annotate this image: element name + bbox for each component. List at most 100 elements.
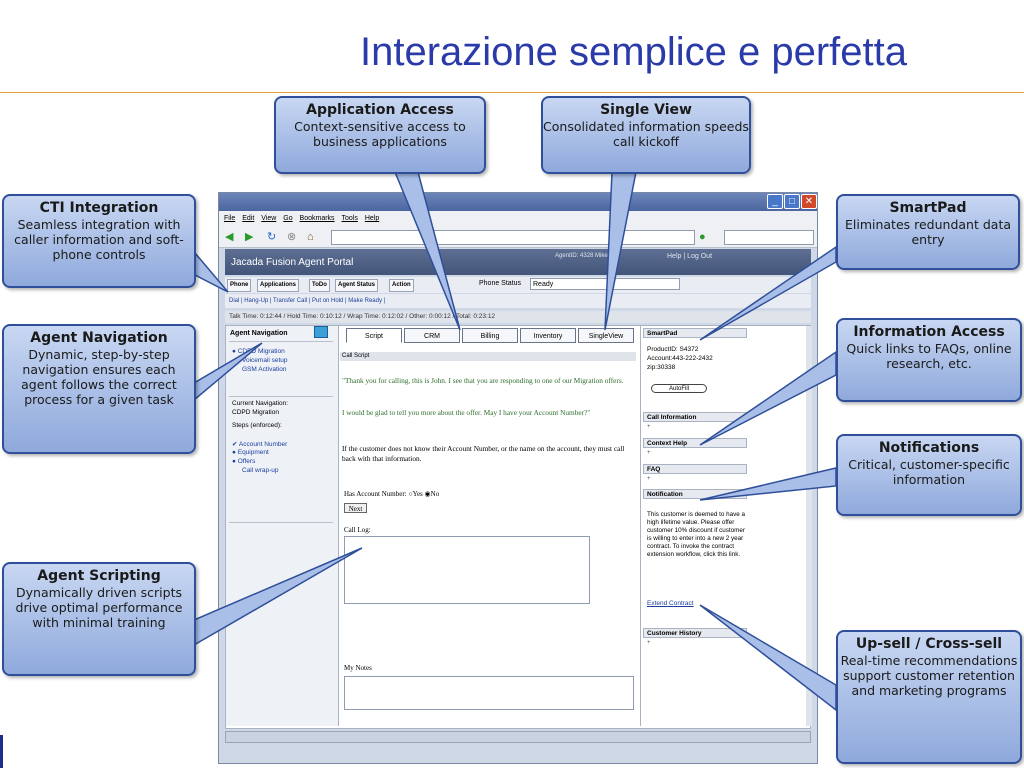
phone-status-select[interactable]: Ready	[530, 278, 680, 290]
call-log-textarea[interactable]	[344, 536, 590, 604]
nav-item-voicemail[interactable]: Voicemail setup	[242, 357, 288, 364]
callout-title: Information Access	[853, 324, 1005, 340]
tab-singleview[interactable]: SingleView	[578, 328, 634, 343]
menu-view[interactable]: View	[261, 215, 277, 222]
browser-toolbar: ◀ ▶ ↻ ⊗ ⌂ ●	[219, 227, 817, 248]
address-bar[interactable]	[331, 230, 695, 245]
menu-go[interactable]: Go	[283, 215, 293, 222]
callout-title: CTI Integration	[39, 200, 159, 216]
nav-tab-phone[interactable]: Phone	[227, 279, 252, 292]
callout-description: Critical, customer-specific information	[848, 457, 1010, 487]
portal-content: Agent Navigation ● CDPD Migration Voicem…	[225, 325, 812, 729]
menu-bookmarks[interactable]: Bookmarks	[299, 215, 335, 222]
forward-icon[interactable]: ▶	[245, 231, 254, 243]
nav-tab-action[interactable]: Action	[389, 279, 414, 292]
menu-file[interactable]: File	[224, 215, 236, 222]
step-call-wrap-up[interactable]: Call wrap-up	[242, 467, 279, 474]
tab-billing[interactable]: Billing	[462, 328, 518, 343]
navigation-icon[interactable]	[314, 326, 328, 338]
callout-title: Agent Navigation	[30, 330, 168, 346]
smartpad-header: SmartPad	[643, 328, 747, 338]
radio-no[interactable]: ◉No	[424, 490, 440, 498]
portal-header: Jacada Fusion Agent Portal AgentID: 4328…	[225, 249, 811, 275]
portal-nav: Phone Applications ToDo Agent Status Act…	[225, 277, 811, 293]
has-account-row: Has Account Number: ○Yes ◉No	[344, 490, 439, 498]
back-icon[interactable]: ◀	[225, 231, 234, 243]
callout-description: Dynamically driven scripts drive optimal…	[15, 585, 183, 630]
callout-title: Application Access	[306, 102, 454, 118]
callout-single-view: Single View Consolidated information spe…	[541, 96, 751, 174]
notification-text: This customer is deemed to have a high l…	[647, 511, 745, 558]
extend-contract-link[interactable]: Extend Contract	[647, 600, 694, 607]
horizontal-scrollbar[interactable]	[225, 731, 811, 743]
tab-script[interactable]: Script	[346, 328, 402, 343]
browser-window: _ □ ✕ File Edit View Go Bookmarks Tools …	[218, 192, 818, 764]
call-information-header[interactable]: Call Information	[643, 412, 747, 422]
context-help-header[interactable]: Context Help	[643, 438, 747, 448]
callout-description: Eliminates redundant data entry	[844, 217, 1012, 247]
expand-icon[interactable]: +	[647, 450, 651, 456]
expand-icon[interactable]: +	[647, 476, 651, 482]
call-controls[interactable]: Dial | Hang-Up | Transfer Call | Put on …	[225, 294, 811, 308]
script-instruction: If the customer does not know their Acco…	[342, 444, 625, 463]
agent-id: AgentID: 4328 Mike	[555, 253, 608, 259]
nav-tab-applications[interactable]: Applications	[257, 279, 300, 292]
nav-item-cdpd[interactable]: ● CDPD Migration	[232, 348, 285, 355]
phone-status-label: Phone Status	[479, 280, 522, 287]
callout-agent-navigation: Agent Navigation Dynamic, step-by-step n…	[2, 324, 196, 454]
current-navigation-label: Current Navigation:	[232, 400, 288, 407]
next-button[interactable]: Next	[344, 503, 367, 513]
nav-tab-agent-status[interactable]: Agent Status	[335, 279, 379, 292]
vertical-scrollbar[interactable]	[806, 326, 812, 726]
product-id: ProductID: S4372	[647, 346, 699, 353]
callout-cti-integration: CTI Integration Seamless integration wit…	[2, 194, 196, 288]
application-tabs: Script CRM Billing Inventory SingleView	[346, 326, 636, 346]
script-offer: I would be glad to tell you more about t…	[342, 408, 591, 417]
tab-crm[interactable]: CRM	[404, 328, 460, 343]
go-icon[interactable]: ●	[699, 231, 706, 243]
callout-agent-scripting: Agent Scripting Dynamically driven scrip…	[2, 562, 196, 676]
radio-yes[interactable]: ○Yes	[408, 490, 423, 498]
menu-edit[interactable]: Edit	[242, 215, 255, 222]
callout-description: Consolidated information speeds call kic…	[543, 119, 749, 149]
callout-notifications: Notifications Critical, customer-specifi…	[836, 434, 1022, 516]
agent-navigation-panel: Agent Navigation ● CDPD Migration Voicem…	[226, 326, 339, 726]
menu-tools[interactable]: Tools	[341, 215, 358, 222]
nav-item-gsm[interactable]: GSM Activation	[242, 366, 287, 373]
tab-inventory[interactable]: Inventory	[520, 328, 576, 343]
menu-help[interactable]: Help	[364, 215, 380, 222]
smartpad-panel: SmartPad ProductID: S4372 Account:443-22…	[640, 326, 751, 726]
current-navigation-value: CDPD Migration	[232, 409, 279, 416]
has-account-label: Has Account Number:	[344, 490, 407, 498]
expand-icon[interactable]: +	[647, 640, 651, 646]
call-script-header: Call Script	[340, 352, 636, 361]
notification-header: Notification	[643, 489, 747, 499]
script-panel: Call Script "Thank you for calling, this…	[340, 352, 638, 728]
home-icon[interactable]: ⌂	[307, 231, 314, 243]
my-notes-label: My Notes	[344, 664, 372, 672]
expand-icon[interactable]: +	[647, 424, 651, 430]
slide-title: Interazione semplice e perfetta	[360, 30, 907, 74]
close-icon[interactable]: ✕	[801, 194, 817, 209]
autofill-button[interactable]: AutoFill	[651, 384, 707, 393]
maximize-icon[interactable]: □	[784, 194, 800, 209]
zip-code: zip:30338	[647, 364, 676, 371]
step-equipment[interactable]: ● Equipment	[232, 449, 269, 456]
callout-smartpad: SmartPad Eliminates redundant data entry	[836, 194, 1020, 270]
my-notes-textarea[interactable]	[344, 676, 634, 710]
search-input[interactable]	[724, 230, 814, 245]
divider	[229, 341, 333, 342]
nav-tab-todo[interactable]: ToDo	[309, 279, 330, 292]
step-offers[interactable]: ● Offers	[232, 458, 256, 465]
callout-title: SmartPad	[889, 200, 967, 216]
help-logout-links[interactable]: Help | Log Out	[667, 253, 713, 260]
faq-header[interactable]: FAQ	[643, 464, 747, 474]
window-titlebar[interactable]: _ □ ✕	[219, 193, 817, 211]
step-account-number[interactable]: ✔ Account Number	[232, 441, 288, 448]
callout-title: Up-sell / Cross-sell	[855, 636, 1003, 652]
customer-history-header[interactable]: Customer History	[643, 628, 747, 638]
reload-icon[interactable]: ↻	[267, 231, 277, 243]
call-log-label: Call Log:	[344, 526, 371, 534]
minimize-icon[interactable]: _	[767, 194, 783, 209]
stop-icon[interactable]: ⊗	[287, 231, 297, 243]
